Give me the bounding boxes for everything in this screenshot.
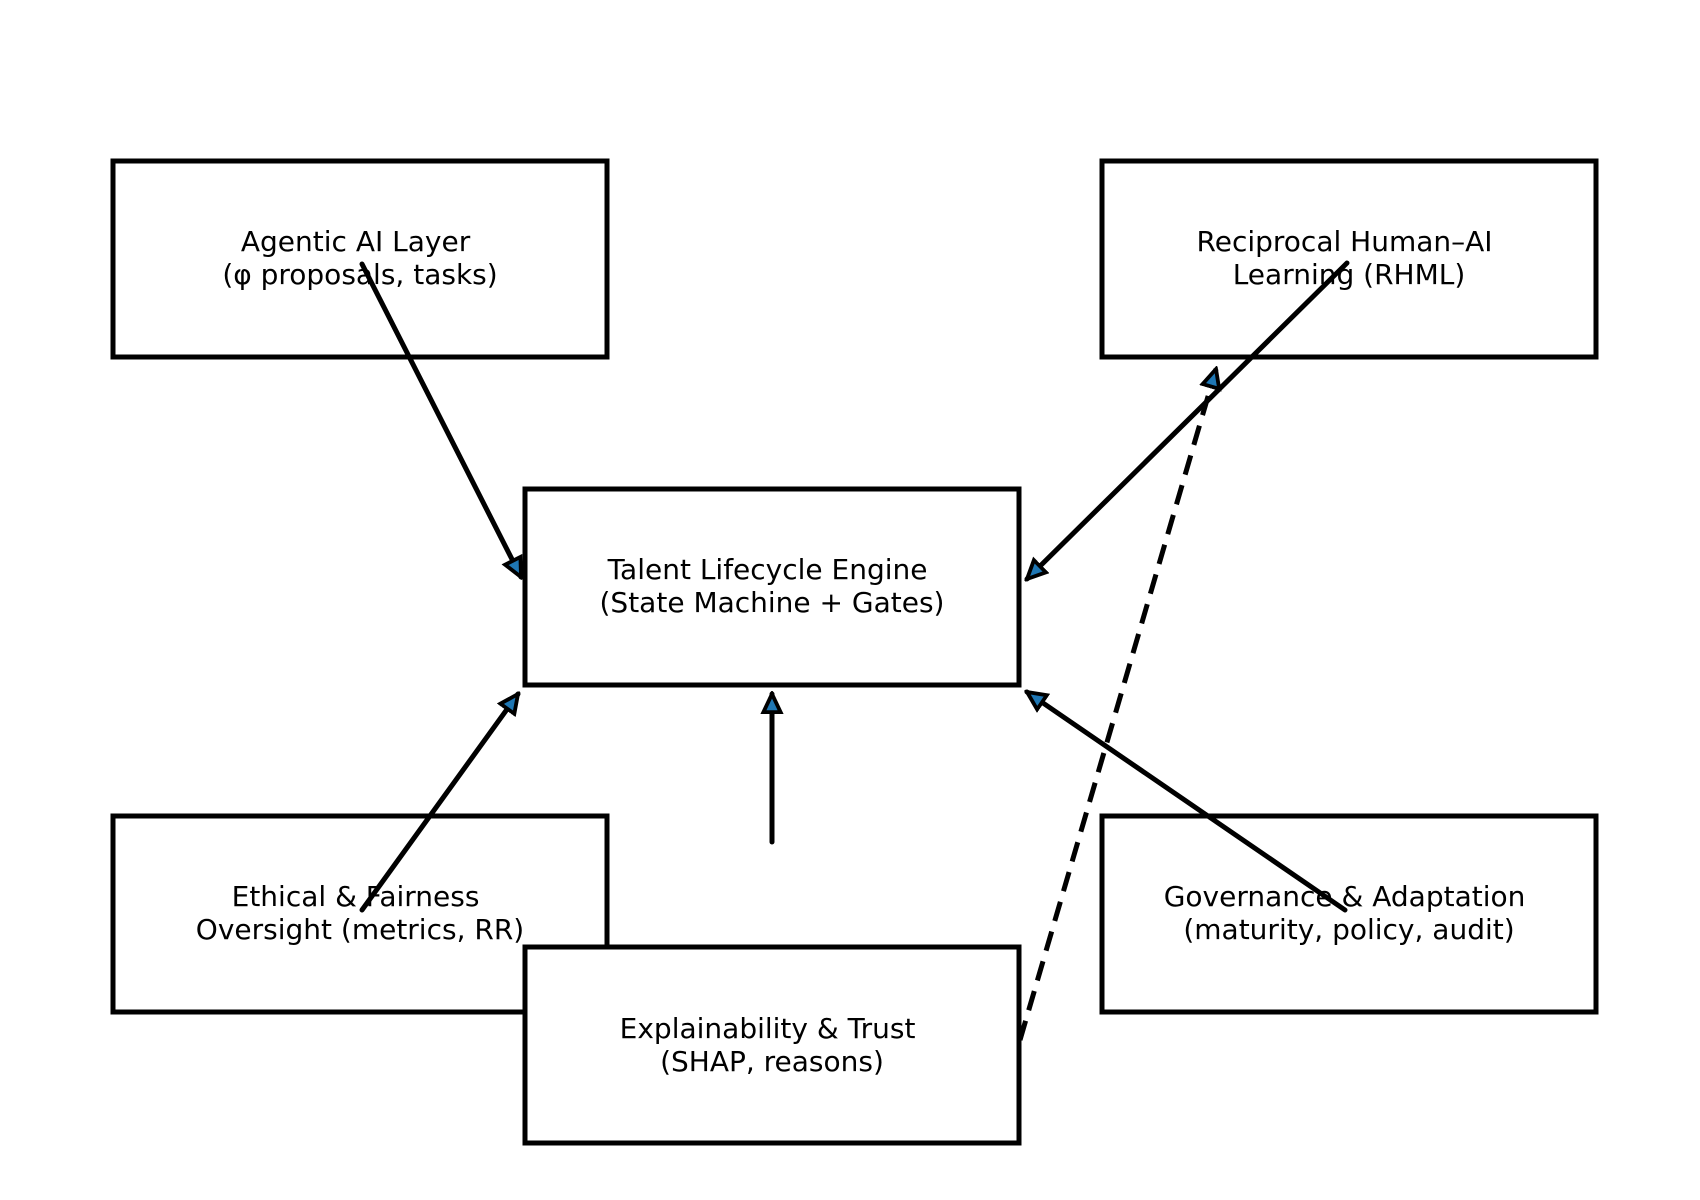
explainability-trust-subtitle: (SHAP, reasons)	[660, 1045, 884, 1078]
governance-adaptation-subtitle: (maturity, policy, audit)	[1183, 913, 1514, 946]
explainability-trust-box: Explainability & Trust (SHAP, reasons)	[522, 944, 1022, 1146]
explainability-trust-title: Explainability & Trust	[620, 1012, 916, 1045]
svg-text:Agentic AI Layer (φ prop: Agentic AI Layer (φ proposals, tasks)	[222, 225, 497, 291]
arrow-governance-to-engine	[1027, 692, 1348, 913]
arrow-ethics-to-engine	[359, 694, 518, 913]
talent-lifecycle-engine-subtitle: (State Machine + Gates)	[600, 586, 945, 619]
agentic-ai-layer-title: Agentic AI Layer	[241, 225, 471, 258]
svg-text:Reciprocal Human–AI Lear: Reciprocal Human–AI Learning (RHML)	[1197, 225, 1502, 291]
arrow-rhml-to-engine	[1027, 260, 1350, 579]
svg-text:Governance & Adaptation: Governance & Adaptation (maturity, polic…	[1164, 880, 1535, 946]
rhml-title: Reciprocal Human–AI	[1197, 225, 1493, 258]
svg-text:Ethical & Fairness Overs: Ethical & Fairness Oversight (metrics, R…	[196, 880, 524, 946]
governance-adaptation-box: Governance & Adaptation (maturity, polic…	[1099, 813, 1599, 1015]
agentic-ai-layer-box: Agentic AI Layer (φ proposals, tasks)	[110, 158, 610, 360]
talent-lifecycle-engine-box: Talent Lifecycle Engine (State Machine +…	[522, 486, 1022, 688]
dashed-arrow-explain-to-rhml	[1017, 369, 1216, 1041]
arrow-agentic-to-engine	[359, 261, 524, 577]
svg-text:Explainability & Trust (: Explainability & Trust (SHAP, reasons)	[620, 1012, 925, 1078]
svg-text:Talent Lifecycle Engine: Talent Lifecycle Engine (State Machine +…	[600, 553, 945, 619]
ethical-fairness-subtitle: Oversight (metrics, RR)	[196, 913, 524, 946]
ethical-fairness-title: Ethical & Fairness	[232, 880, 480, 913]
talent-lifecycle-engine-title: Talent Lifecycle Engine	[607, 553, 928, 586]
rhml-box: Reciprocal Human–AI Learning (RHML)	[1099, 158, 1599, 360]
